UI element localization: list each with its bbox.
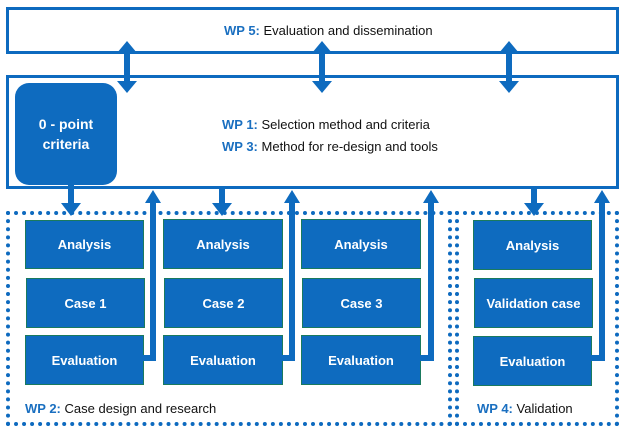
- down-arrow-main-to-case2: [212, 186, 232, 216]
- wp4-evaluation: Evaluation: [473, 336, 592, 386]
- wp2-case3-case: Case 3: [302, 278, 421, 328]
- zero-point-line1: 0 - point: [38, 116, 94, 132]
- wp2-label: WP 2: Case design and research: [25, 401, 216, 416]
- feedback-arrow-case3: [420, 190, 439, 361]
- wp2-case1-analysis: Analysis: [25, 220, 144, 269]
- down-arrow-zero-point-to-case1: [61, 185, 81, 216]
- feedback-arrow-wp4: [591, 190, 610, 361]
- wp4-title: Validation: [516, 401, 573, 416]
- wp2-container: [6, 211, 452, 426]
- wp2-tag: WP 2:: [25, 401, 61, 416]
- wp2-case2-analysis: Analysis: [163, 219, 283, 269]
- wp3-tag: WP 3:: [222, 139, 258, 154]
- wp4-container: [455, 211, 619, 426]
- double-arrow-left: [117, 41, 137, 93]
- feedback-arrow-case2: [282, 190, 300, 361]
- wp4-validation-case: Validation case: [474, 278, 593, 328]
- feedback-arrow-case1: [143, 190, 161, 361]
- zero-point-line2: criteria: [42, 136, 90, 152]
- double-arrow-right: [499, 41, 519, 93]
- wp2-case1-evaluation: Evaluation: [25, 335, 144, 385]
- wp4-analysis: Analysis: [473, 220, 592, 270]
- wp5-tag: WP 5:: [224, 23, 260, 38]
- wp4-label: WP 4: Validation: [477, 401, 573, 416]
- wp2-case2-evaluation: Evaluation: [163, 335, 283, 385]
- wp5-title: Evaluation and dissemination: [263, 23, 433, 38]
- wp2-case3-analysis: Analysis: [301, 219, 421, 269]
- wp3-title: Method for re-design and tools: [261, 139, 438, 154]
- wp2-case3-evaluation: Evaluation: [301, 335, 421, 385]
- wp2-case1-case: Case 1: [26, 278, 145, 328]
- wp3-label: WP 3: Method for re-design and tools: [222, 139, 438, 154]
- wp2-case2-case: Case 2: [164, 278, 283, 328]
- wp1-label: WP 1: Selection method and criteria: [222, 117, 430, 132]
- wp1-tag: WP 1:: [222, 117, 258, 132]
- wp2-title: Case design and research: [64, 401, 217, 416]
- double-arrow-center: [312, 41, 332, 93]
- zero-point-criteria-block: 0 - point criteria: [15, 83, 117, 185]
- wp4-tag: WP 4:: [477, 401, 513, 416]
- wp1-title: Selection method and criteria: [261, 117, 430, 132]
- wp5-label: WP 5: Evaluation and dissemination: [224, 23, 433, 38]
- down-arrow-main-to-wp4: [524, 186, 544, 216]
